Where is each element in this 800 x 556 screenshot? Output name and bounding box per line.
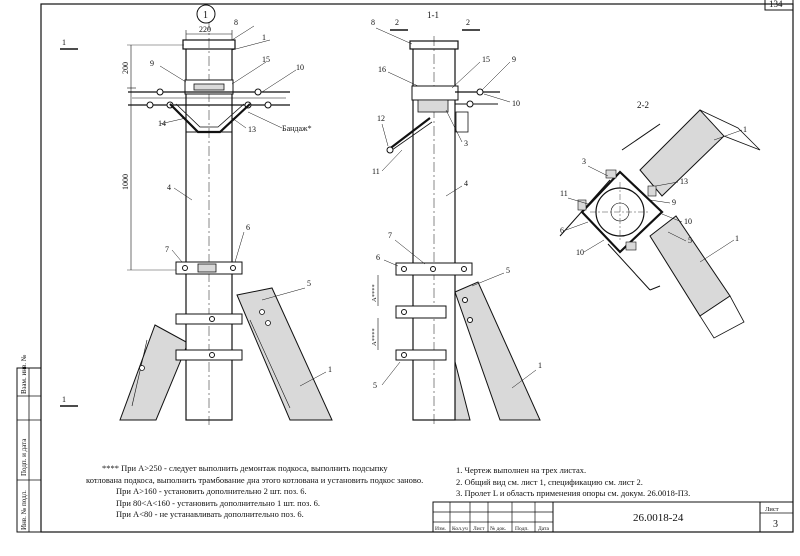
notes-right: 1. Чертеж выполнен на трех листах. 2. Об…: [456, 465, 690, 500]
plan-pos-6: 6: [560, 226, 564, 235]
front-cut-marker-bottom: 1: [62, 395, 66, 404]
side-stamp: Инв. № подл. Подп. и дата Взам. инв. №: [16, 354, 42, 533]
note-left-5: При А<80 - не устанавливать дополнительн…: [116, 509, 304, 519]
dim-top-width: 220: [199, 25, 211, 34]
section-cut-2-left: 2: [395, 18, 399, 27]
dim-a-lower: А****: [371, 328, 378, 346]
side-label-sign: Подп. и дата: [20, 438, 28, 476]
dim-a-upper: А****: [371, 284, 378, 302]
corner-number: 134: [769, 0, 783, 9]
plan-pos-10-right: 10: [684, 217, 692, 226]
side-label-inv: Инв. № подл.: [20, 490, 28, 530]
front-pos-13: 13: [248, 125, 256, 134]
sec-pos-15: 15: [482, 55, 490, 64]
sec-pos-1: 1: [538, 361, 542, 370]
front-pos-1-bottom: 1: [328, 365, 332, 374]
front-cut-marker-top: 1: [62, 38, 66, 47]
note-left-4: При 80<А<160 - установить дополнительно …: [116, 497, 320, 508]
sec-pos-3: 3: [464, 139, 468, 148]
notes-left: **** При А>250 - следует выполнить демон…: [86, 463, 423, 521]
stamp-header-izm: Изм.: [435, 526, 447, 532]
stamp-header-doc: № док.: [490, 526, 507, 532]
sheet-label: Лист: [765, 506, 779, 513]
front-pos-9: 9: [150, 59, 154, 68]
stamp-header-sign: Подп.: [515, 526, 529, 532]
sheet-frame: [40, 3, 794, 533]
title-block: Изм. Кол.уч Лист № док. Подп. Дата 26.00…: [432, 501, 794, 533]
note-left-3: При А>160 - установить дополнительно 2 ш…: [116, 486, 307, 496]
front-axis-tag: [196, 4, 216, 24]
note-left-2: котлована подкоса, выполнить трамбование…: [86, 474, 424, 485]
front-pos-7: 7: [165, 245, 169, 254]
front-pos-8: 8: [234, 18, 238, 27]
plan-pos-1-lower: 1: [735, 234, 739, 243]
plan-pos-9: 9: [672, 198, 676, 207]
plan-pos-1-upper: 1: [743, 125, 747, 134]
side-label-replace: Взам. инв. №: [20, 354, 28, 394]
section-strut: [454, 281, 541, 421]
front-strut-left: [119, 324, 189, 421]
section-2-2-view: 2-2 1 3 13 11 9 10 6: [559, 100, 761, 339]
sec-pos-12: 12: [377, 114, 385, 123]
section-2-2-title: 2-2: [637, 100, 649, 110]
sec-pos-5-lower: 5: [373, 381, 377, 390]
sec-pos-7: 7: [388, 231, 392, 240]
document-code: 26.0018-24: [633, 512, 684, 524]
sec-pos-4: 4: [464, 179, 468, 188]
section-1-1-view: 1-1 2 2: [371, 10, 542, 425]
sec-pos-5-upper: 5: [506, 266, 510, 275]
front-pos-14: 14: [158, 119, 166, 128]
front-pos-10: 10: [296, 63, 304, 72]
front-strut-right: [236, 287, 333, 421]
front-pos-5: 5: [307, 279, 311, 288]
plan-pos-13: 13: [680, 177, 688, 186]
front-pos-15: 15: [262, 55, 270, 64]
plan-pos-10-lower: 10: [576, 248, 584, 257]
corner-box: [764, 0, 794, 11]
plan-pos-3: 3: [582, 157, 586, 166]
section-cut-2-right: 2: [466, 18, 470, 27]
dim-top-height: 200: [121, 62, 130, 74]
plan-strut-lower: [649, 215, 731, 317]
stamp-header-date: Дата: [538, 526, 550, 532]
note-right-3: 3. Пролет L и область применения опоры с…: [456, 488, 691, 498]
note-left-1: **** При А>250 - следует выполнить демон…: [102, 463, 388, 473]
stamp-header-list: Лист: [473, 526, 485, 532]
sec-pos-6: 6: [376, 253, 380, 262]
stamp-header-kol: Кол.уч: [452, 526, 468, 532]
sec-pos-11: 11: [372, 167, 380, 176]
sec-pos-8: 8: [371, 18, 375, 27]
front-view: 1 220 200: [60, 4, 333, 425]
front-pos-6: 6: [246, 223, 250, 232]
front-pos-4: 4: [167, 183, 171, 192]
sheet-number: 3: [773, 519, 778, 530]
note-right-1: 1. Чертеж выполнен на трех листах.: [456, 465, 587, 475]
note-right-2: 2. Общий вид см. лист 1, спецификацию см…: [456, 476, 643, 487]
front-pos-1-top: 1: [262, 33, 266, 42]
front-axis-tag-label: 1: [203, 10, 208, 21]
sec-pos-10: 10: [512, 99, 520, 108]
dim-mid-height: 1000: [121, 174, 130, 190]
front-callout-bandage: Бандаж*: [282, 124, 312, 133]
sec-pos-16: 16: [378, 65, 386, 74]
plan-pos-11: 11: [560, 189, 568, 198]
plan-pos-5: 5: [688, 236, 692, 245]
section-1-1-title: 1-1: [427, 10, 439, 20]
sec-pos-9: 9: [512, 55, 516, 64]
